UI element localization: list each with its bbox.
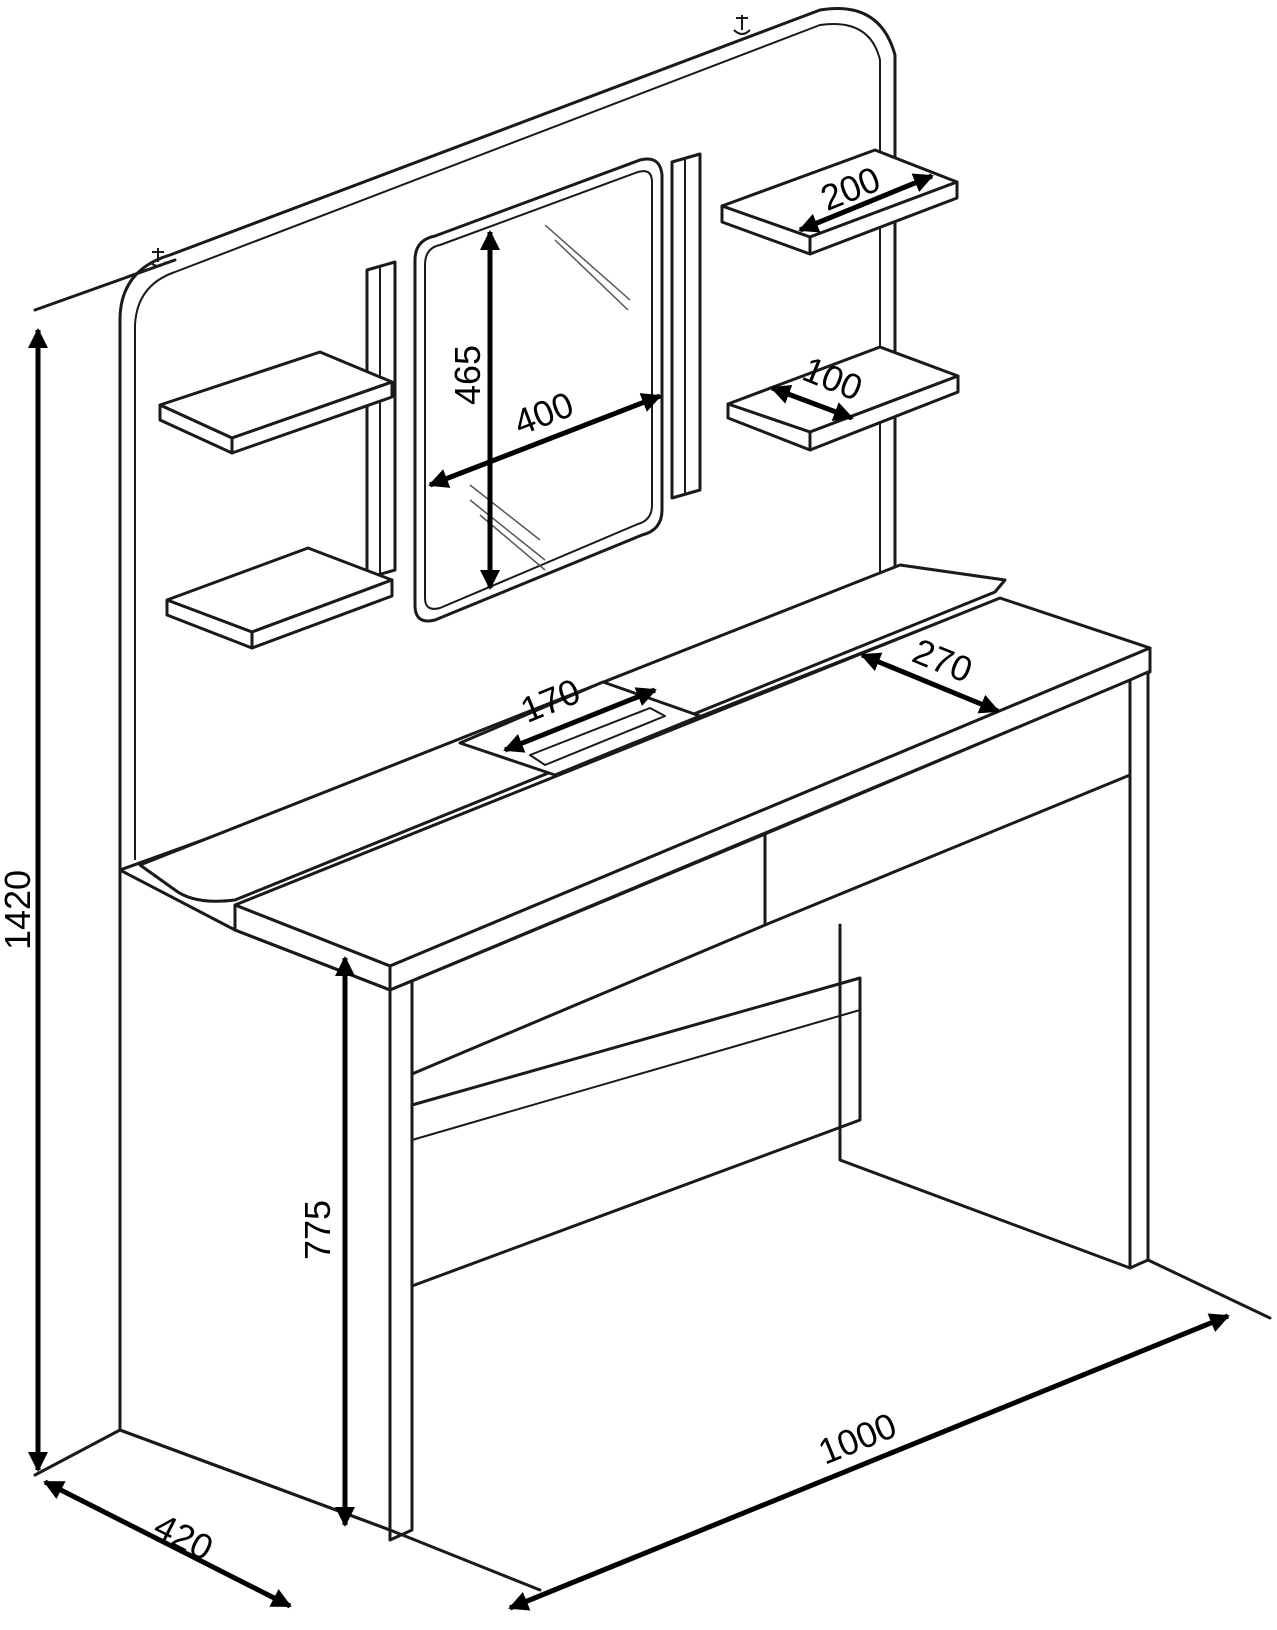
front-right-leg bbox=[1128, 670, 1150, 1270]
dim-top-shelf bbox=[798, 173, 934, 233]
drawer-right bbox=[763, 678, 1132, 927]
floor-line bbox=[388, 1258, 1272, 1592]
mirror bbox=[413, 157, 664, 623]
dim-depth bbox=[43, 1479, 292, 1609]
label-table-height: 775 bbox=[297, 1200, 338, 1260]
dim-middle-shelf bbox=[770, 384, 854, 422]
shelf-left-lower bbox=[165, 546, 394, 650]
modesty-panel bbox=[410, 923, 1132, 1288]
front-left-leg bbox=[388, 979, 414, 1542]
label-depth: 420 bbox=[148, 1505, 220, 1569]
dim-width bbox=[508, 1313, 1230, 1611]
mirror-left-rail bbox=[365, 260, 397, 580]
shelf-left-upper bbox=[158, 350, 394, 455]
dim-mirror-width bbox=[428, 393, 662, 488]
dimension-lines bbox=[28, 173, 1230, 1611]
top-extension-line bbox=[33, 258, 177, 312]
mirror-right-rail bbox=[670, 152, 702, 500]
label-width: 1000 bbox=[813, 1404, 903, 1472]
label-total-height: 1420 bbox=[0, 870, 38, 950]
dim-tray bbox=[503, 687, 657, 753]
dim-desktop-depth bbox=[860, 652, 1000, 714]
label-mirror-height: 465 bbox=[447, 345, 488, 405]
